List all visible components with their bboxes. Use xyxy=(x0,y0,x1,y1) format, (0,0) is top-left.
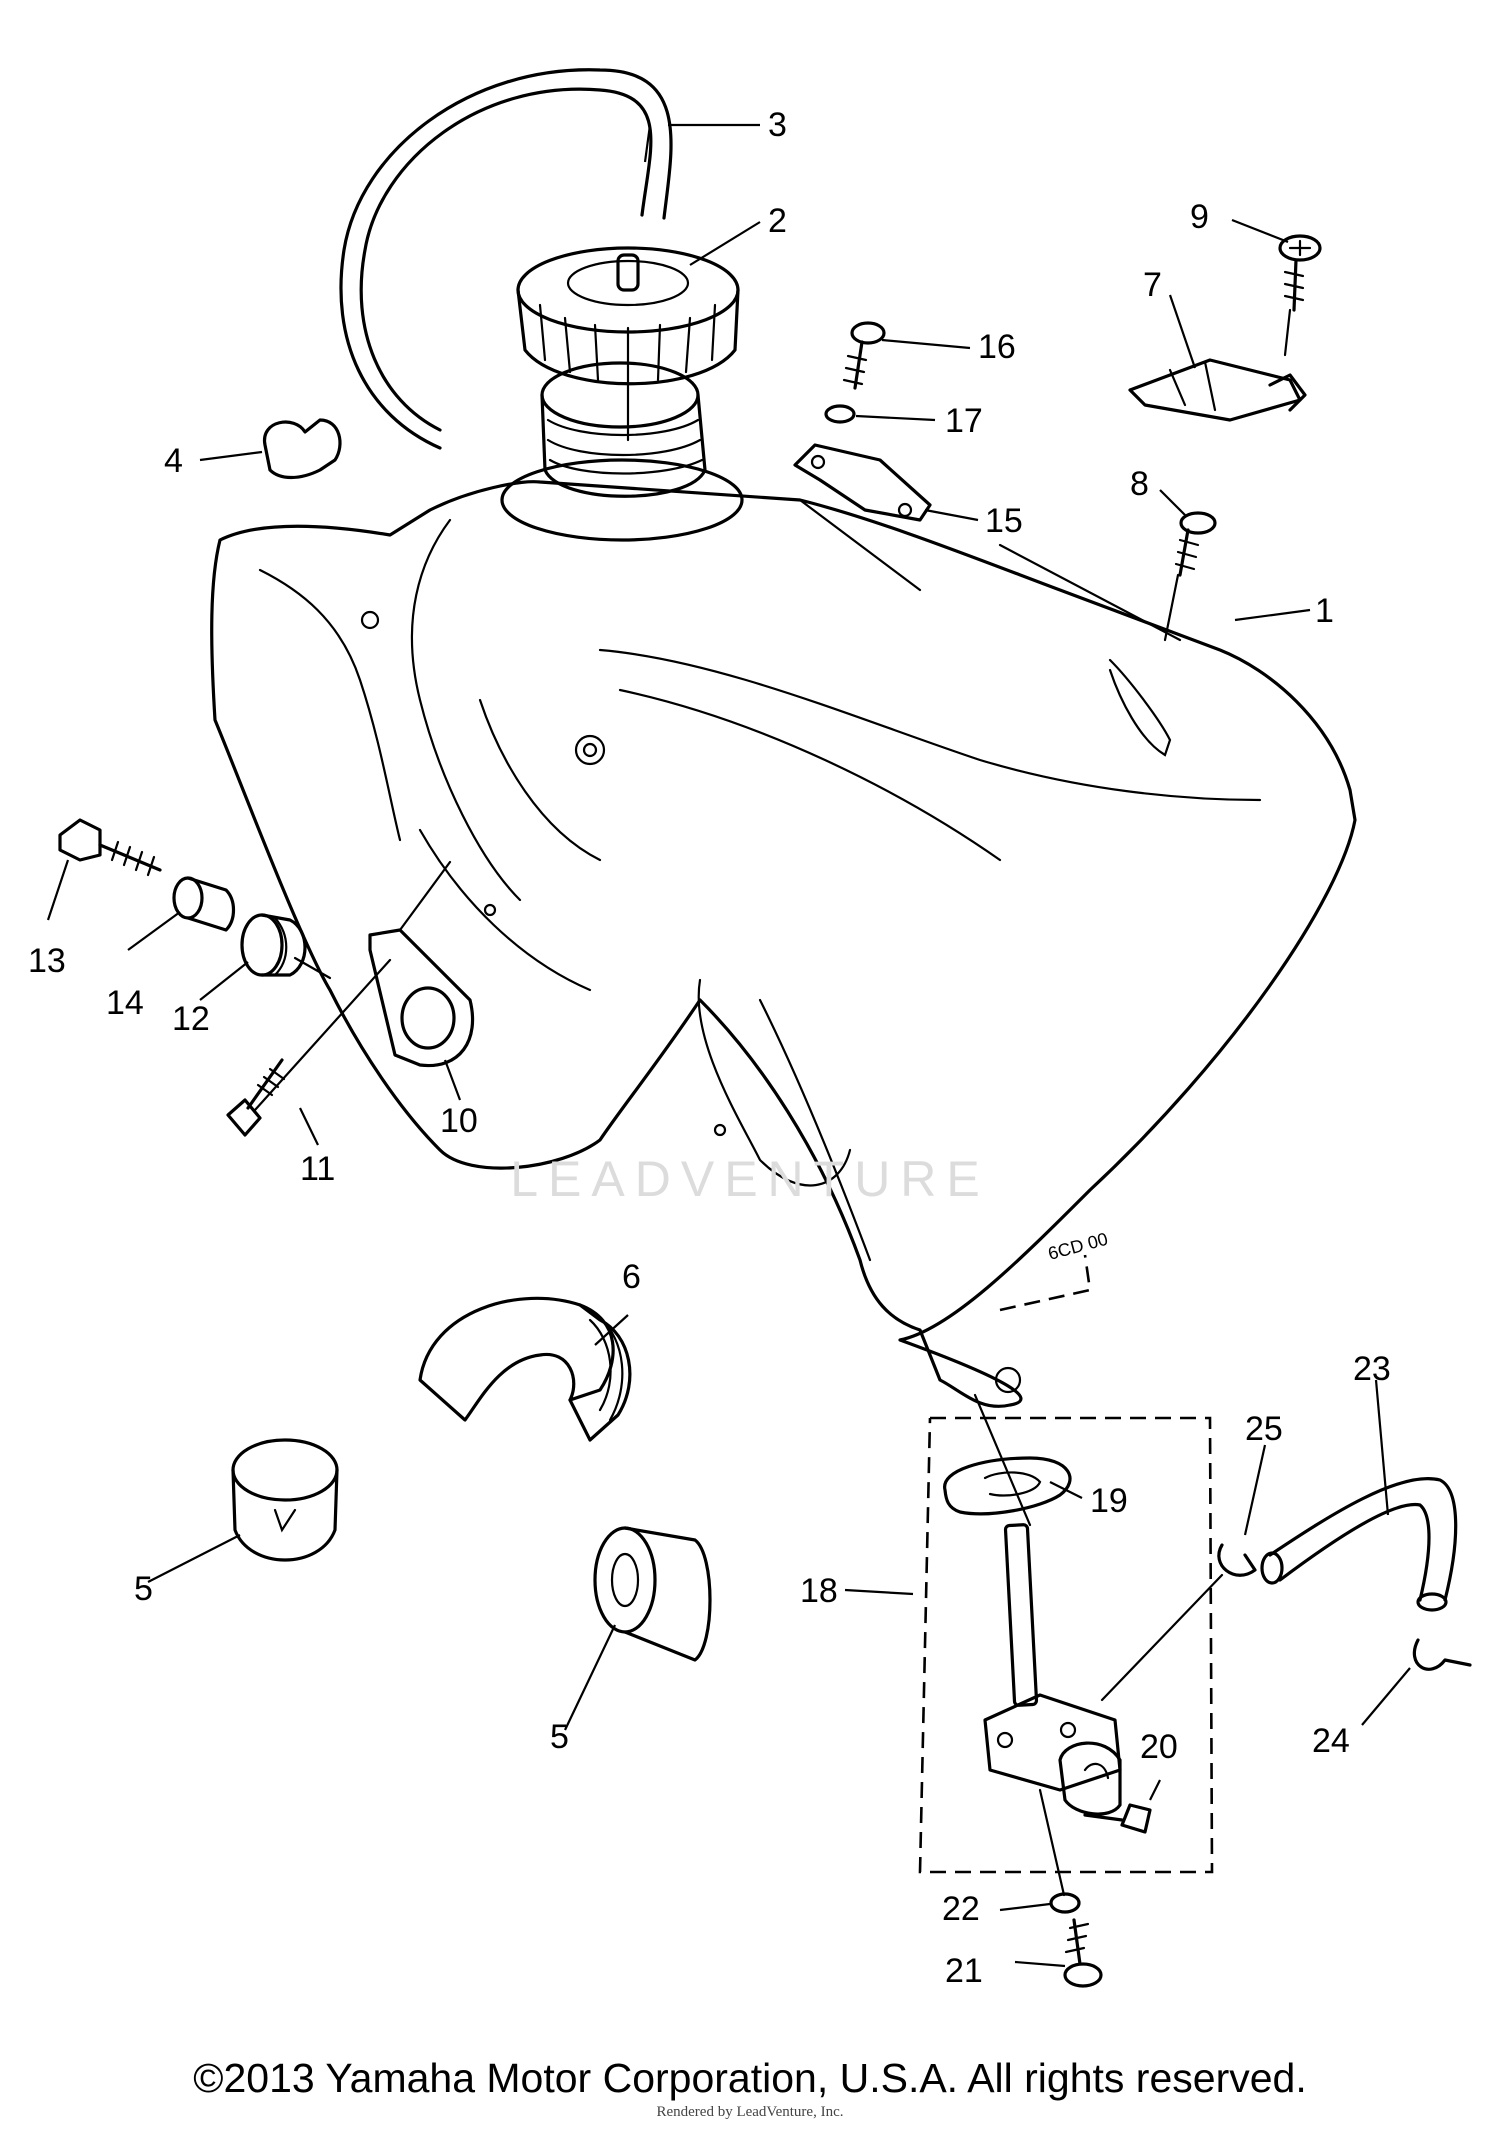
fuel-cock-body xyxy=(983,1523,1122,1816)
damper-part-6 xyxy=(418,1296,632,1442)
assembly-lines xyxy=(253,308,1292,1897)
damper-part-5a xyxy=(231,1438,339,1562)
callout-25: 25 xyxy=(1245,1410,1283,1448)
callout-24: 24 xyxy=(1312,1722,1350,1760)
render-credit: Rendered by LeadVenture, Inc. xyxy=(656,2104,844,2120)
callout-4: 4 xyxy=(164,442,183,480)
callout-9: 9 xyxy=(1190,198,1209,236)
washer-part-17 xyxy=(824,404,856,424)
callout-1: 1 xyxy=(1315,592,1334,630)
callout-19: 19 xyxy=(1090,1482,1128,1520)
watermark: LEADVENTURE xyxy=(510,1151,990,1207)
callout-8: 8 xyxy=(1130,465,1149,503)
callout-11: 11 xyxy=(300,1150,335,1188)
bolt-part-8 xyxy=(1174,511,1217,577)
gasket-part-19 xyxy=(943,1456,1072,1516)
callout-10: 10 xyxy=(440,1102,478,1140)
callout-18: 18 xyxy=(800,1572,838,1610)
callout-15: 15 xyxy=(985,502,1023,540)
strap-part-7 xyxy=(1128,358,1307,422)
leader-lines xyxy=(46,123,1411,1968)
damper-part-5b xyxy=(593,1526,712,1662)
callout-12: 12 xyxy=(172,1000,210,1038)
bolt-part-13 xyxy=(58,818,162,877)
breather-hose-part-3-outer xyxy=(339,68,673,450)
callout-20: 20 xyxy=(1140,1728,1178,1766)
callout-2: 2 xyxy=(768,202,787,240)
clamp-part-4 xyxy=(263,418,342,480)
tank-code-label: 6CD 00 xyxy=(1046,1229,1110,1264)
callout-6: 6 xyxy=(622,1258,641,1296)
clip-part-24 xyxy=(1412,1638,1472,1671)
callout-14: 14 xyxy=(106,984,144,1022)
callout-13: 13 xyxy=(28,942,66,980)
screw-part-21 xyxy=(1063,1918,1103,1988)
fuel-hose-part-23 xyxy=(1260,1477,1458,1612)
callout-23: 23 xyxy=(1353,1350,1391,1388)
washer-part-22 xyxy=(1049,1892,1081,1914)
plate-part-15 xyxy=(793,443,932,522)
grommet-part-12 xyxy=(240,913,307,977)
breather-hose-part-3 xyxy=(359,87,653,432)
clip-part-25 xyxy=(1217,1543,1257,1577)
screw-part-9 xyxy=(1278,234,1322,312)
callout-7: 7 xyxy=(1143,266,1162,304)
bolt-part-11 xyxy=(226,1058,286,1137)
callout-22: 22 xyxy=(942,1890,980,1928)
fuel-cap-part-2 xyxy=(516,246,740,386)
callout-21: 21 xyxy=(945,1952,983,1990)
collar-part-14 xyxy=(172,876,236,932)
copyright-notice: ©2013 Yamaha Motor Corporation, U.S.A. A… xyxy=(193,2055,1307,2101)
callout-3: 3 xyxy=(768,106,787,144)
screw-part-20 xyxy=(1083,1803,1152,1834)
fuel-cock-assembly-part-18-boundary xyxy=(918,1416,1214,1874)
bracket-part-10 xyxy=(368,928,475,1068)
callout-5b: 5 xyxy=(550,1718,569,1756)
screw-part-16 xyxy=(842,321,886,390)
callout-5a: 5 xyxy=(134,1570,153,1608)
callout-16: 16 xyxy=(978,328,1016,366)
callout-numbers: 1 2 3 4 5 5 6 7 8 9 10 11 12 13 14 15 16… xyxy=(28,106,1391,1990)
callout-17: 17 xyxy=(945,402,983,440)
